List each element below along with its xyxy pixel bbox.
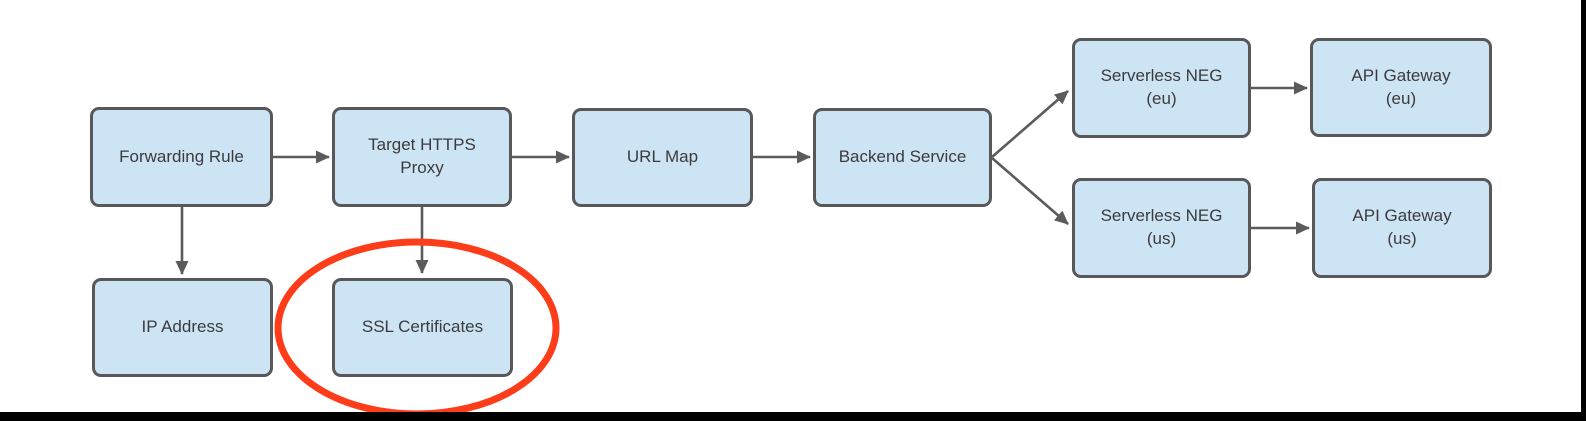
node-label-ip-address: IP Address: [141, 317, 224, 337]
node-label-url-map: URL Map: [626, 147, 699, 167]
node-ip-address: IP Address: [92, 278, 273, 377]
node-backend-service: Backend Service: [813, 108, 992, 207]
node-ssl-certificates: SSL Certificates: [332, 278, 513, 377]
node-label-target-https-proxy: Target HTTPS Proxy: [368, 135, 476, 177]
node-label-backend-service: Backend Service: [838, 147, 967, 167]
node-label-api-gateway-us: API Gateway (us): [1352, 206, 1452, 248]
node-target-https-proxy: Target HTTPS Proxy: [332, 107, 512, 207]
window-border-right: [1581, 0, 1586, 421]
node-api-gateway-us: API Gateway (us): [1312, 178, 1492, 278]
node-serverless-neg-eu: Serverless NEG (eu): [1072, 38, 1251, 138]
node-label-api-gateway-eu: API Gateway (eu): [1351, 65, 1451, 108]
node-label-ssl-certificates: SSL Certificates: [361, 317, 484, 337]
node-label-serverless-neg-eu: Serverless NEG (eu): [1100, 66, 1223, 108]
node-label-serverless-neg-us: Serverless NEG (us): [1100, 206, 1223, 248]
node-url-map: URL Map: [572, 108, 753, 207]
node-forwarding-rule: Forwarding Rule: [90, 107, 273, 207]
node-api-gateway-eu: API Gateway (eu): [1310, 38, 1492, 137]
node-label-forwarding-rule: Forwarding Rule: [119, 146, 244, 166]
window-border-bottom: [0, 412, 1586, 421]
node-serverless-neg-us: Serverless NEG (us): [1072, 178, 1251, 278]
